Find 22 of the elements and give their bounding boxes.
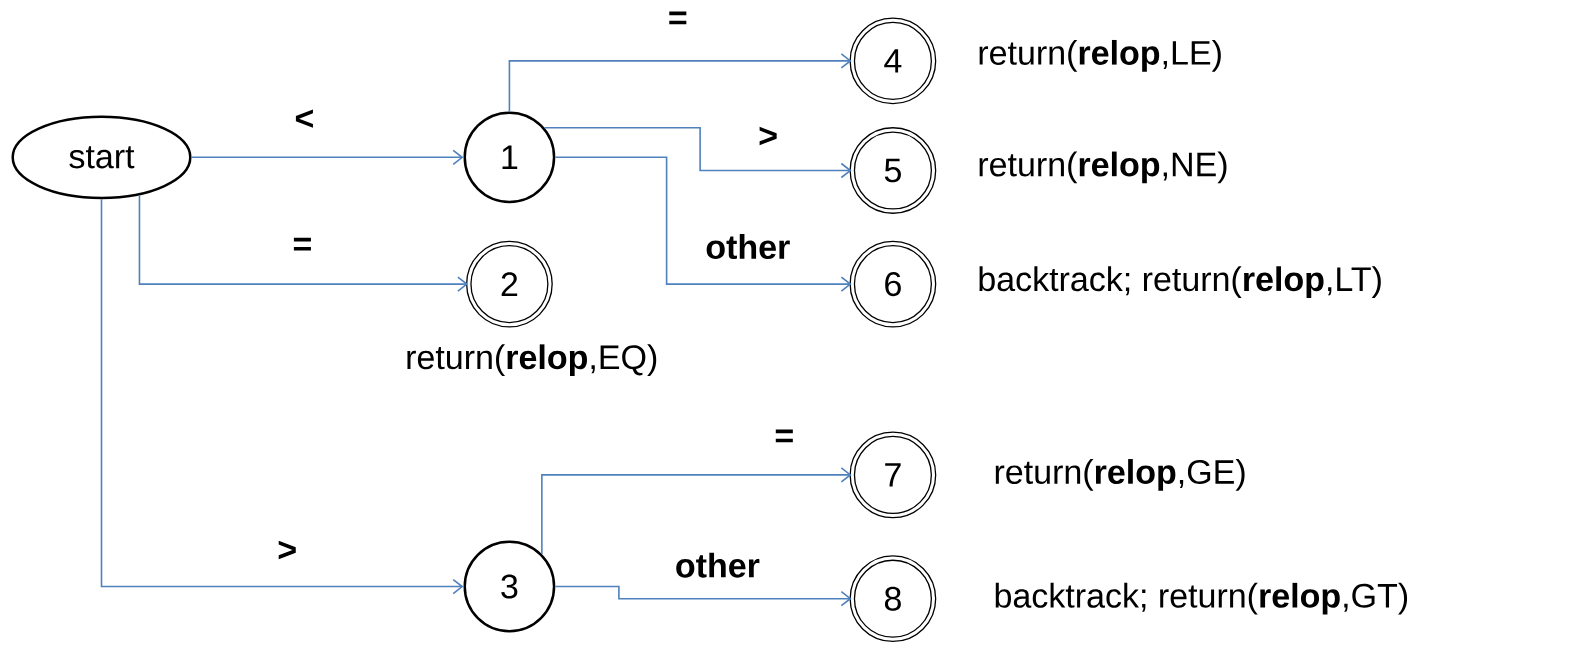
output-text: backtrack; return(relop,GT) <box>995 582 1408 615</box>
output-text: return(relop,LE) <box>979 39 1221 72</box>
arrow <box>543 127 852 179</box>
output-text: backtrack; return(relop,LT) <box>979 266 1381 298</box>
edge-label: = <box>773 428 796 449</box>
edge-label: other <box>673 551 761 579</box>
output-text: return(relop,NE) <box>979 151 1227 184</box>
edge-label: other <box>704 233 792 261</box>
arrow <box>190 149 464 166</box>
output-text: return(relop,GE) <box>995 459 1245 491</box>
edge-label: < <box>293 108 316 131</box>
arrow <box>541 467 852 555</box>
edge-label: = <box>666 10 689 31</box>
arrow <box>554 585 852 607</box>
arrow <box>100 198 464 595</box>
arrow <box>554 156 852 292</box>
edge-label: = <box>291 236 314 257</box>
edge-label: > <box>276 539 299 563</box>
arrow <box>508 53 852 113</box>
arrow <box>138 194 469 292</box>
edge-label: > <box>757 125 780 149</box>
output-text: return(relop,EQ) <box>407 344 657 377</box>
